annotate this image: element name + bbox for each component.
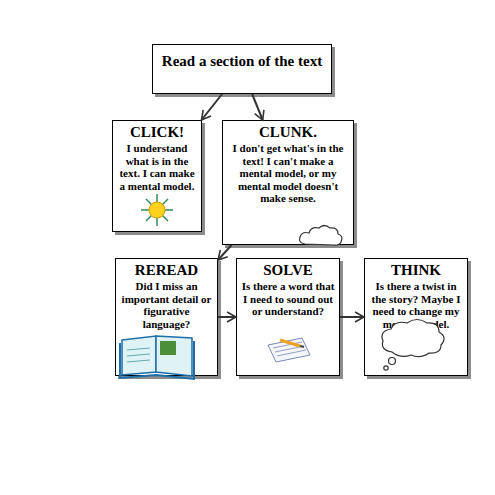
- flow-arrow: [218, 316, 236, 318]
- flow-arrow: [340, 316, 364, 318]
- box-heading: THINK: [369, 262, 463, 279]
- box-body: Did I miss an important detail or figura…: [120, 280, 213, 330]
- strategy-box: REREADDid I miss an important detail or …: [115, 258, 218, 376]
- strategy-box: CLICK!I understand what is in the text. …: [112, 120, 202, 232]
- strategy-box: THINKIs there a twist in the story? Mayb…: [364, 258, 468, 376]
- box-body: I understand what is in the text. I can …: [117, 142, 197, 192]
- box-heading: REREAD: [120, 262, 213, 279]
- box-heading: CLUNK.: [227, 124, 349, 141]
- box-body: I don't get what's in the text! I can't …: [227, 142, 349, 205]
- flow-arrow: [201, 94, 222, 120]
- box-heading: CLICK!: [117, 124, 197, 141]
- start-box: Read a section of the text: [152, 44, 332, 94]
- box-body: Is there a twist in the story? Maybe I n…: [369, 280, 463, 330]
- box-heading: SOLVE: [241, 262, 335, 279]
- flow-arrow: [252, 94, 263, 120]
- box-body: Is there a word that I need to sound out…: [241, 280, 335, 318]
- flow-arrow: [218, 245, 232, 260]
- strategy-box: SOLVEIs there a word that I need to soun…: [236, 258, 340, 376]
- strategy-box: CLUNK.I don't get what's in the text! I …: [222, 120, 354, 245]
- box-text: Read a section of the text: [157, 48, 327, 70]
